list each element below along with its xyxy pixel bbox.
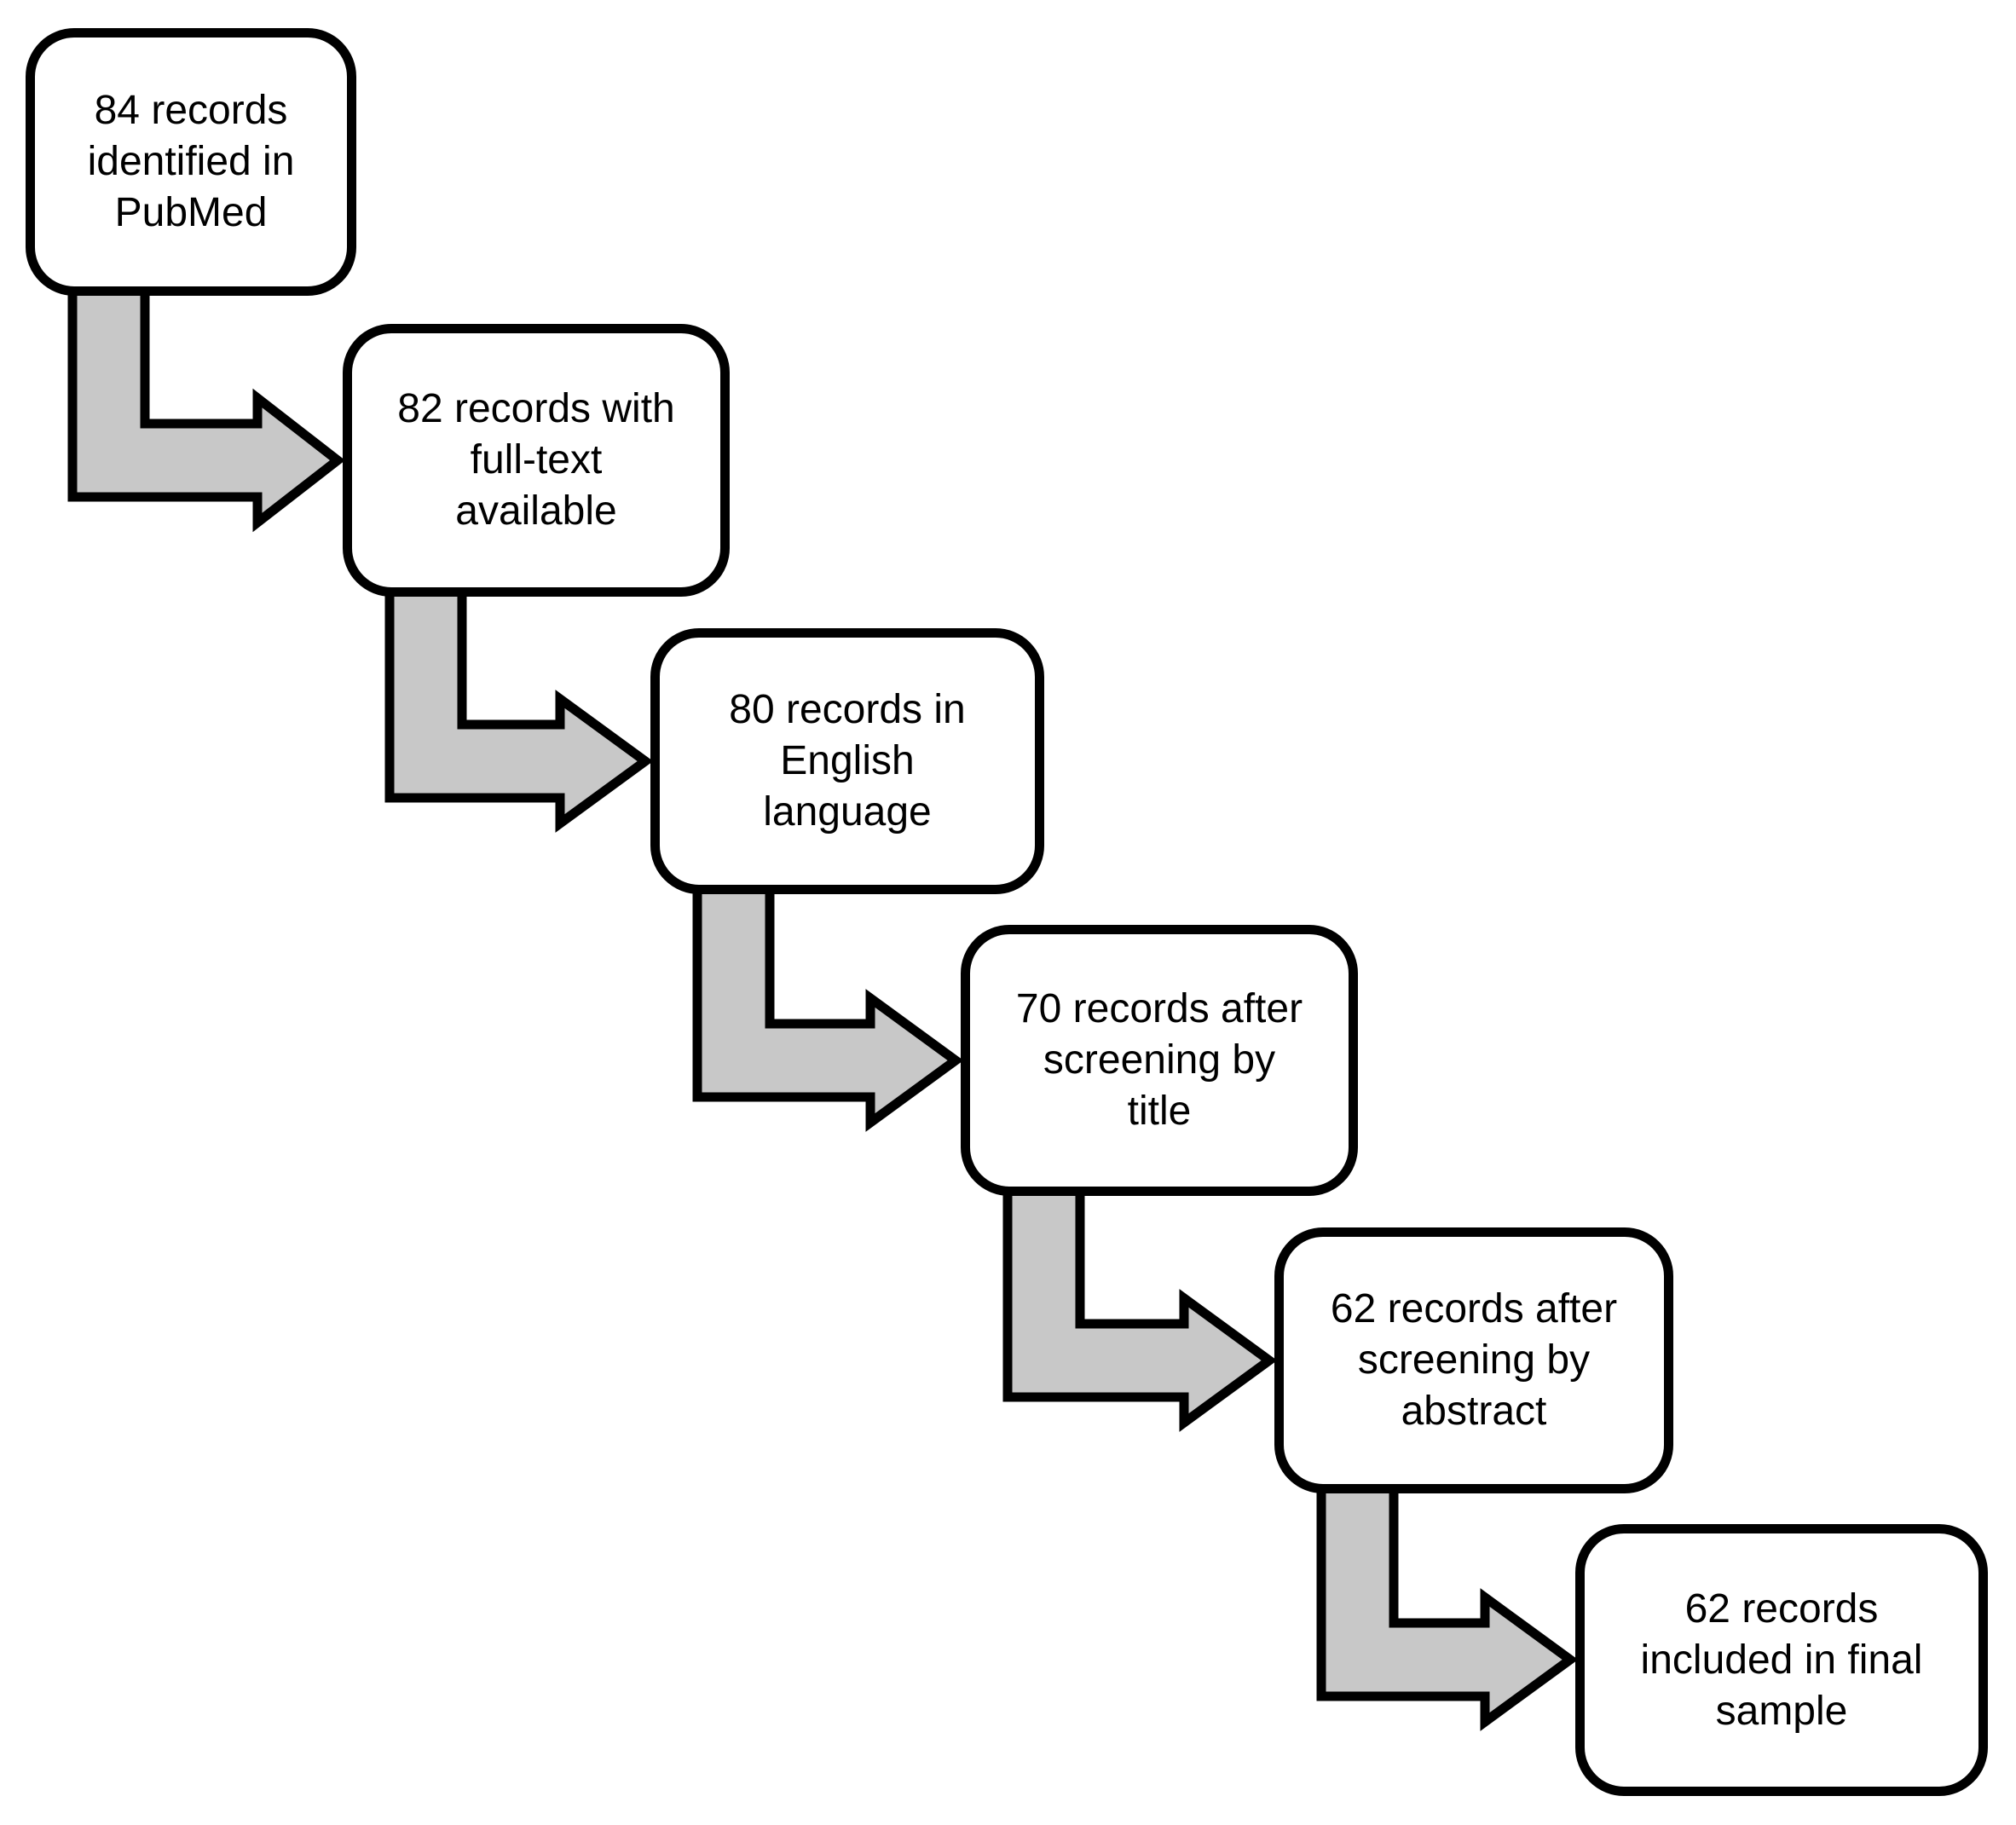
flow-box-6: 62 records included in final sample	[1575, 1524, 1988, 1796]
flow-box-4: 70 records after screening by title	[961, 925, 1358, 1196]
flow-box-label: 62 records after screening by abstract	[1330, 1286, 1618, 1434]
flow-box-3: 80 records in English language	[650, 628, 1044, 894]
flow-box-label: 82 records with full-text available	[397, 386, 675, 534]
flow-arrow-4	[1002, 1181, 1278, 1432]
flow-arrow-3	[692, 879, 964, 1132]
flow-box-label: 70 records after screening by title	[1015, 986, 1303, 1134]
flow-box-label: 84 records identified in PubMed	[87, 88, 295, 235]
flow-box-label: 80 records in English language	[729, 687, 966, 835]
flow-arrow-5	[1316, 1478, 1579, 1731]
flow-box-1: 84 records identified in PubMed	[26, 28, 356, 296]
flow-box-2: 82 records with full-text available	[343, 324, 730, 597]
flow-arrow-2	[384, 581, 654, 833]
flow-box-5: 62 records after screening by abstract	[1274, 1227, 1673, 1493]
flow-box-label: 62 records included in final sample	[1640, 1585, 1923, 1734]
flow-arrow-1	[67, 280, 345, 533]
